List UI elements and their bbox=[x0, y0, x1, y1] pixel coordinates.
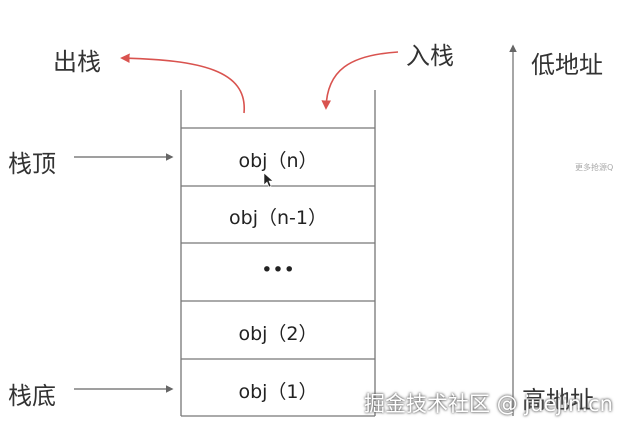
more-resources-text: 更多抢源Q bbox=[575, 163, 614, 172]
stack-cell-2: obj（2） bbox=[238, 323, 318, 345]
mouse-cursor-icon bbox=[263, 172, 274, 188]
stack-cell-n-minus-1: obj（n-1） bbox=[229, 207, 327, 229]
stack-cell-n: obj（n） bbox=[238, 150, 318, 172]
stack-cell-ellipsis: ••• bbox=[261, 259, 295, 281]
push-arrow bbox=[321, 51, 399, 110]
pop-arrow bbox=[120, 53, 245, 114]
high-address-label: 高地址 bbox=[522, 386, 594, 414]
stack-top-label: 栈顶 bbox=[8, 150, 56, 178]
stack-container bbox=[180, 90, 376, 417]
stack-cell-1: obj（1） bbox=[238, 381, 318, 403]
low-address-label: 低地址 bbox=[531, 51, 603, 79]
stack-bottom-label: 栈底 bbox=[8, 382, 56, 410]
pop-label: 出栈 bbox=[53, 48, 101, 76]
watermark: 掘金技术社区 @ juejin.cn bbox=[364, 392, 613, 416]
push-label: 入栈 bbox=[406, 42, 454, 70]
